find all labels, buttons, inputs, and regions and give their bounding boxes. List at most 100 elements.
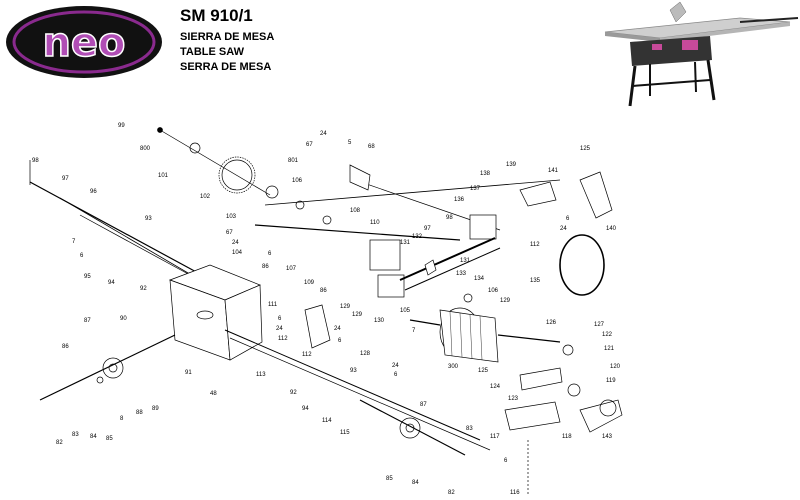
part-label: 801 <box>288 158 299 164</box>
part-label: 67 <box>306 142 313 148</box>
part-label: 102 <box>200 194 211 200</box>
part-label: 800 <box>140 146 151 152</box>
part-label: 112 <box>530 242 540 248</box>
part-label: 108 <box>350 208 361 214</box>
part-label: 120 <box>610 364 621 370</box>
part-label: 112 <box>278 336 288 342</box>
part-label: 105 <box>400 308 411 314</box>
part-label: 7 <box>72 239 76 245</box>
part-label: 86 <box>262 264 269 270</box>
part-label: 117 <box>490 434 500 440</box>
model-number: SM 910/1 <box>180 6 253 25</box>
part-label: 125 <box>478 368 489 374</box>
part-label: 129 <box>340 304 351 310</box>
table-saw-photo <box>604 1 799 107</box>
part-label: 97 <box>62 176 69 182</box>
part-label: 99 <box>118 123 125 129</box>
part-label: 86 <box>62 344 69 350</box>
part-label: 6 <box>566 216 570 222</box>
part-label: 98 <box>32 158 39 164</box>
part-label: 85 <box>106 436 113 442</box>
part-label: 103 <box>226 214 237 220</box>
part-label: 136 <box>454 197 465 203</box>
diagram-drawing <box>29 127 623 495</box>
part-label: 119 <box>606 378 616 384</box>
part-label: 82 <box>56 440 63 446</box>
part-label: 92 <box>140 286 147 292</box>
title-block: SM 910/1 SIERRA DE MESA TABLE SAW SERRA … <box>180 6 274 75</box>
part-label: 93 <box>350 368 357 374</box>
part-label: 67 <box>226 230 233 236</box>
part-label: 121 <box>604 346 615 352</box>
part-label: 122 <box>602 332 613 338</box>
part-label: 97 <box>424 226 431 232</box>
part-label: 24 <box>392 363 399 369</box>
part-label: 111 <box>268 302 278 308</box>
part-label-group: 99 800 801 101 106 98 97 96 7 6 95 94 93… <box>32 123 621 496</box>
part-label: 85 <box>386 476 393 482</box>
description-en: TABLE SAW <box>180 46 244 58</box>
part-label: 83 <box>466 426 473 432</box>
part-label: 24 <box>560 226 567 232</box>
part-label: 137 <box>470 186 481 192</box>
part-label: 68 <box>368 144 375 150</box>
part-label: 128 <box>360 351 371 357</box>
part-label: 135 <box>530 278 541 284</box>
part-label: 6 <box>278 316 282 322</box>
part-label: 101 <box>158 173 169 179</box>
part-label: 139 <box>506 162 517 168</box>
part-label: 90 <box>120 316 127 322</box>
part-label: 82 <box>448 490 455 496</box>
part-label: 126 <box>546 320 557 326</box>
part-label: 96 <box>90 189 97 195</box>
part-label: 92 <box>290 390 297 396</box>
part-label: 84 <box>90 434 97 440</box>
part-label: 106 <box>292 178 303 184</box>
part-label: 131 <box>400 240 411 246</box>
description-pt: SERRA DE MESA <box>180 61 272 73</box>
part-label: 6 <box>504 458 508 464</box>
part-label: 6 <box>268 251 272 257</box>
part-label: 109 <box>304 280 315 286</box>
part-label: 130 <box>374 318 385 324</box>
part-label: 6 <box>394 372 398 378</box>
part-label: 24 <box>320 131 327 137</box>
part-label: 140 <box>606 226 617 232</box>
description-es: SIERRA DE MESA <box>180 31 275 43</box>
part-label: 133 <box>456 271 467 277</box>
part-label: 5 <box>348 140 352 146</box>
part-label: 127 <box>594 322 605 328</box>
part-label: 106 <box>488 288 499 294</box>
part-label: 91 <box>185 370 192 376</box>
part-label: 86 <box>320 288 327 294</box>
part-label: 129 <box>352 312 363 318</box>
part-label: 6 <box>338 338 342 344</box>
part-label: 112 <box>302 352 312 358</box>
part-label: 125 <box>580 146 591 152</box>
part-label: 141 <box>548 168 559 174</box>
part-label: 104 <box>232 250 243 256</box>
part-label: 89 <box>152 406 159 412</box>
part-label: 143 <box>602 434 613 440</box>
part-label: 24 <box>334 326 341 332</box>
part-label: 113 <box>256 372 266 378</box>
part-label: 131 <box>460 258 471 264</box>
part-label: 94 <box>108 280 115 286</box>
part-label: 6 <box>80 253 84 259</box>
part-label: 24 <box>232 240 239 246</box>
part-label: 124 <box>490 384 501 390</box>
part-label: 114 <box>322 418 332 424</box>
part-label: 94 <box>302 406 309 412</box>
part-label: 88 <box>136 410 143 416</box>
part-label: 123 <box>508 396 519 402</box>
part-label: 118 <box>562 434 572 440</box>
part-label: 93 <box>145 216 152 222</box>
part-label: 24 <box>276 326 283 332</box>
part-label: 8 <box>120 416 124 422</box>
part-label: 134 <box>474 276 485 282</box>
part-label: 87 <box>84 318 91 324</box>
part-label: 84 <box>412 480 419 486</box>
part-label: 107 <box>286 266 297 272</box>
part-label: 48 <box>210 391 217 397</box>
part-label: 83 <box>72 432 79 438</box>
